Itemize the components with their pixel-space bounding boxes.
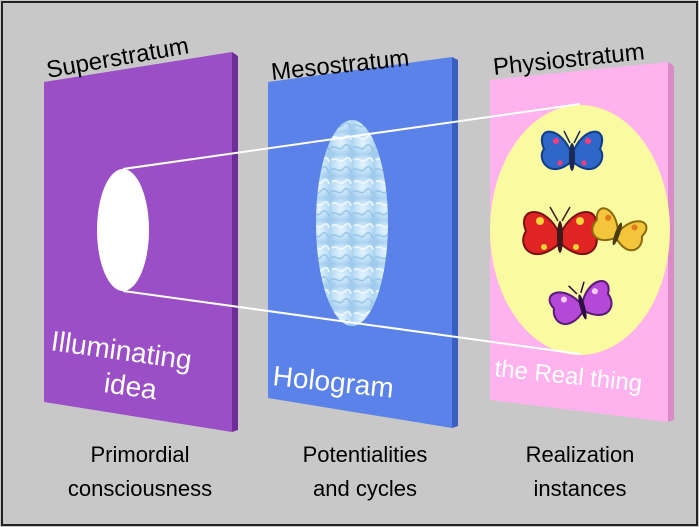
superstratum-caption-line2: consciousness [68,476,212,501]
idea-oval [97,169,149,291]
mesostratum-caption-line2: and cycles [313,476,417,501]
superstratum-caption-line1: Primordial [90,442,189,467]
mesostratum-caption-line1: Potentialities [303,442,428,467]
physiostratum-caption-line1: Realization [526,442,635,467]
physiostratum-caption-line2: instances [534,476,627,501]
